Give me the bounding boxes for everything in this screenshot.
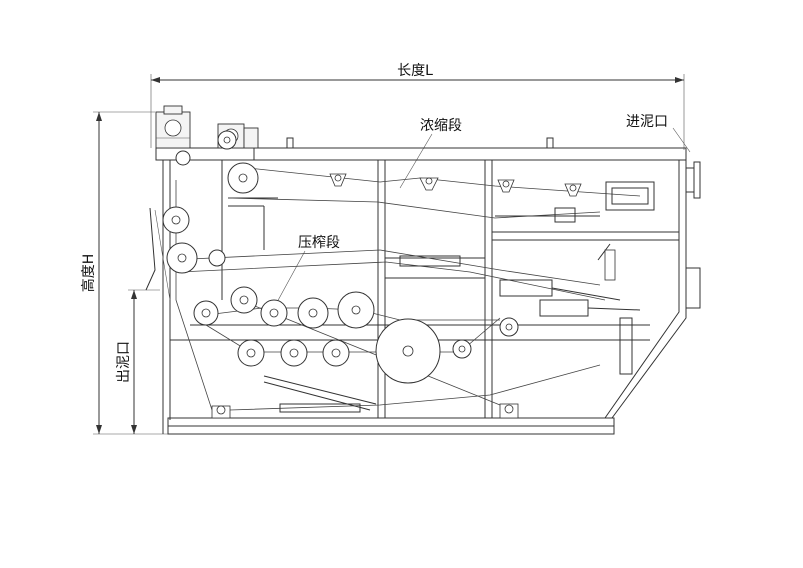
bearing-blocks bbox=[211, 173, 616, 419]
height-dimension: 高度H bbox=[80, 111, 168, 435]
drive-motor-1 bbox=[155, 105, 191, 149]
thickening-section-label: 浓缩段 bbox=[420, 118, 462, 134]
outlet-dimension: 出泥口 bbox=[116, 289, 160, 434]
inlet-label: 进泥口 bbox=[626, 114, 668, 130]
length-label: 长度L bbox=[397, 63, 433, 79]
pressing-section-label: 压榨段 bbox=[298, 234, 340, 251]
rollers bbox=[162, 130, 519, 384]
outlet-label: 出泥口 bbox=[116, 341, 132, 383]
length-dimension: 长度L bbox=[150, 63, 685, 150]
height-label: 高度H bbox=[80, 254, 97, 293]
tension-cylinders bbox=[263, 181, 655, 413]
